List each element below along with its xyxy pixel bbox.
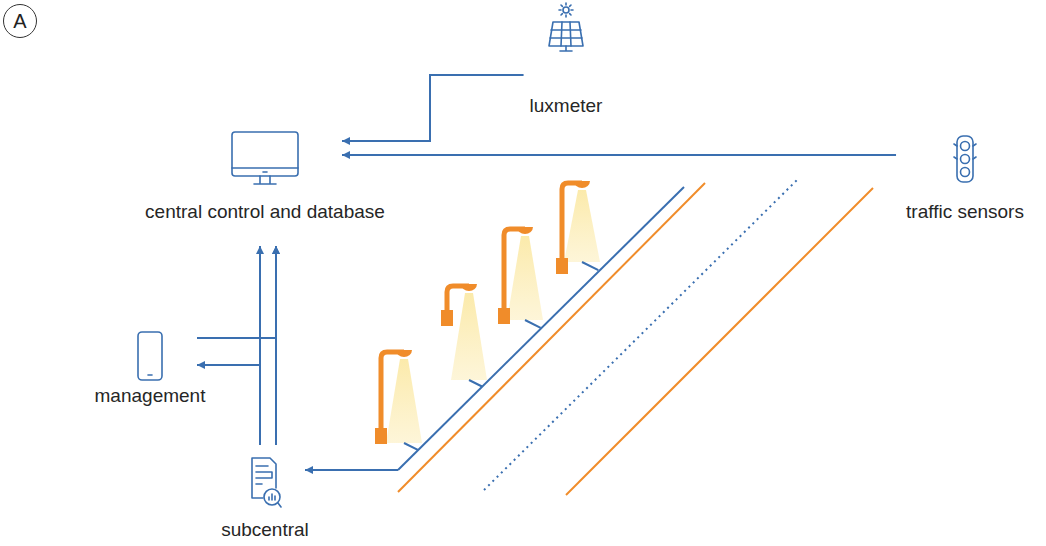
lamp-part: [469, 380, 482, 387]
icon-node: traffic sensors: [904, 134, 1026, 224]
icon-node: luxmeter: [528, 2, 605, 118]
icon-node: subcentral: [219, 456, 311, 542]
signal-arrow: [342, 154, 896, 156]
lamp-part: [451, 293, 487, 380]
monitor-icon: [230, 128, 300, 190]
node-label: luxmeter: [530, 94, 603, 118]
lamp-part: [574, 181, 590, 188]
lamp-part: [386, 359, 422, 443]
lamp-part: [441, 310, 453, 326]
lux-icon: [546, 2, 586, 52]
panel-letter: A: [13, 9, 26, 33]
sub-icon: [248, 456, 282, 510]
signal-arrow: [197, 246, 276, 338]
signal-arrow: [259, 246, 261, 445]
lamp-part: [461, 284, 477, 291]
traffic-icon: [953, 134, 977, 184]
node-label: traffic sensors: [906, 200, 1024, 224]
lamp-part: [582, 262, 598, 270]
lamp-part: [396, 350, 412, 357]
signal-arrow: [197, 364, 260, 366]
road-line: [566, 188, 873, 495]
lamp-part: [375, 428, 387, 444]
node-label: central control and database: [145, 200, 385, 224]
lamp-part: [507, 236, 543, 320]
phone-icon: [135, 330, 165, 382]
lamp-part: [562, 183, 582, 266]
lamp-part: [525, 320, 541, 328]
label-circle: A: [3, 4, 37, 38]
road-line: [398, 183, 705, 492]
lamp-part: [564, 190, 600, 262]
lamp-part: [504, 229, 525, 316]
icon-node: central control and database: [143, 128, 387, 224]
lamp-feed-wire: [305, 469, 398, 471]
node-label: management: [95, 384, 206, 408]
icon-node: management: [93, 330, 208, 408]
lamp-part: [498, 308, 510, 324]
lamp-part: [404, 443, 418, 450]
lamp-part: [381, 352, 404, 436]
signal-arrow: [342, 75, 524, 141]
lamp-part: [556, 258, 568, 274]
lamp-part: [517, 227, 533, 234]
lane-divider: [484, 180, 797, 490]
node-label: subcentral: [221, 518, 309, 542]
road-edge-wire: [398, 187, 684, 470]
